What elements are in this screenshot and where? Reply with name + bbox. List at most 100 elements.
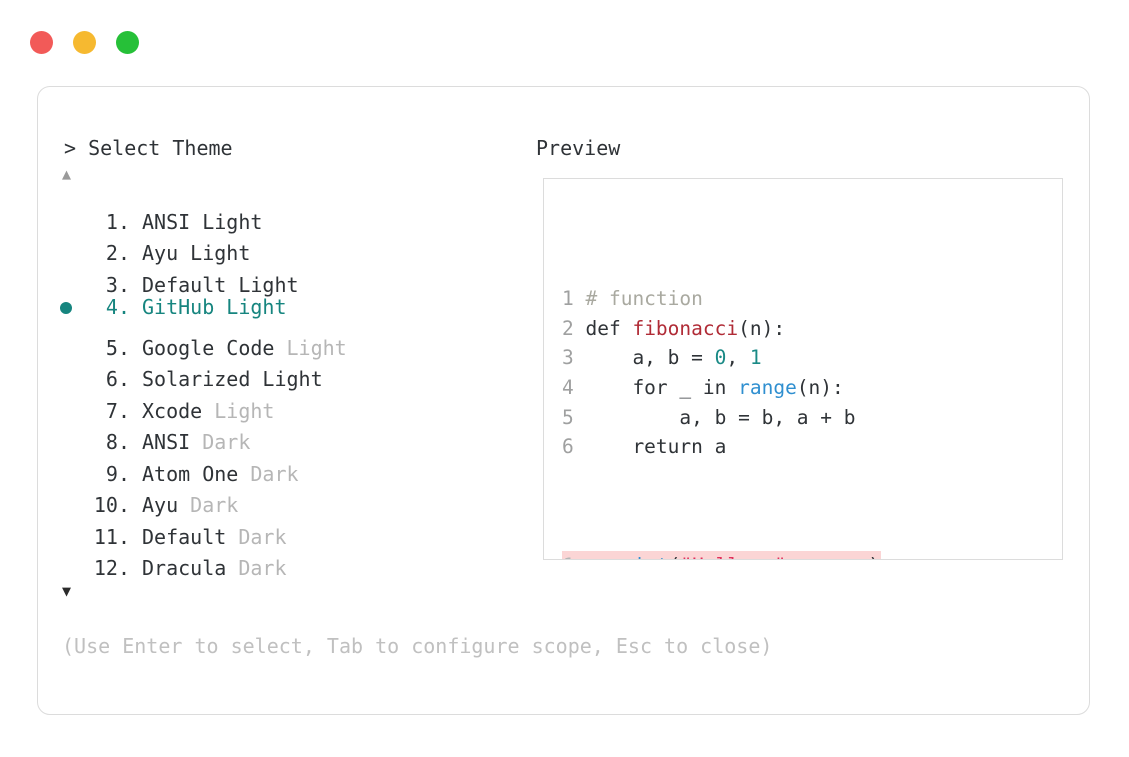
selection-bullet-slot <box>60 197 86 229</box>
theme-item-number: 10. <box>93 493 130 517</box>
theme-item-name: ANSI <box>142 209 203 234</box>
theme-item-variant: Dark <box>202 430 251 454</box>
theme-item-number: 6. <box>93 367 130 391</box>
selection-bullet-slot <box>60 512 86 544</box>
selection-bullet-slot <box>60 260 86 292</box>
theme-list-item[interactable]: 9.Atom One Dark <box>60 449 490 486</box>
theme-item-number: 8. <box>93 430 130 454</box>
theme-list-item[interactable]: 6. Solarized Light <box>60 355 490 391</box>
selection-bullet-slot <box>60 449 86 481</box>
theme-list: 1.ANSI Light 2.Ayu Light 3.Default Light… <box>60 197 490 580</box>
theme-item-variant: Light <box>190 241 251 265</box>
theme-item-name: Ayu <box>142 241 191 265</box>
line-number: 1 <box>562 287 586 311</box>
code-token: (n): <box>738 316 786 340</box>
preview-header: Preview <box>536 136 621 160</box>
theme-list-item[interactable]: 10.Ayu Dark <box>60 481 490 517</box>
theme-item-number: 2. <box>93 241 130 265</box>
theme-list-item[interactable]: 3.Default Light <box>60 260 490 297</box>
theme-item-number: 9. <box>93 461 130 486</box>
code-diff-lines: 1 - print("Hello, " + name)1 + print(f"H… <box>562 550 893 559</box>
line-number: 6 <box>562 435 586 459</box>
code-token: a, b = <box>585 346 715 370</box>
theme-item-variant: Light <box>226 294 287 319</box>
code-line: 2 def fibonacci(n): <box>562 314 893 344</box>
code-line: 4 for _ in range(n): <box>562 373 893 403</box>
line-number: 5 <box>562 405 586 429</box>
code-token: for _ in <box>585 375 739 399</box>
line-number: 4 <box>562 375 586 399</box>
theme-item-variant: Light <box>238 272 299 297</box>
diff-sign: - <box>586 554 609 559</box>
theme-item-name: Default <box>142 272 239 297</box>
theme-item-label: ANSI Light <box>130 207 262 239</box>
code-token: # function <box>585 287 703 311</box>
theme-item-name: Dracula <box>142 556 239 580</box>
theme-item-variant: Light <box>286 335 347 360</box>
theme-item-name: Solarized <box>142 367 263 391</box>
theme-list-item[interactable]: 2. Ayu Light <box>60 229 490 265</box>
theme-item-variant: Light <box>262 367 323 391</box>
code-token: + name) <box>786 554 880 559</box>
theme-list-item[interactable]: 1. ANSI Light <box>60 197 490 234</box>
theme-item-name: Atom One <box>142 461 251 486</box>
code-line: 1 # function <box>562 284 893 314</box>
code-line: 5 a, b = b, a + b <box>562 403 893 433</box>
code-token: print <box>610 554 669 559</box>
theme-item-number: 1. <box>93 209 130 234</box>
theme-list-item[interactable]: 8. ANSI Dark <box>60 418 490 454</box>
theme-list-item[interactable]: 4.GitHub Light <box>60 292 490 324</box>
code-token: a, b = b, a + b <box>585 405 856 429</box>
selection-bullet-slot <box>60 355 86 387</box>
theme-list-item[interactable]: 12.Dracula Dark <box>60 544 490 580</box>
theme-item-variant: Light <box>202 209 263 234</box>
theme-item-number: 7. <box>93 398 130 423</box>
page-title: > Select Theme <box>64 136 233 160</box>
theme-list-item[interactable]: 11.Default Dark <box>60 512 490 549</box>
code-token: 1 <box>749 346 762 370</box>
selection-bullet-slot <box>60 229 86 261</box>
code-token: 0 <box>714 346 727 370</box>
selection-bullet-slot <box>60 418 86 450</box>
theme-item-variant: Dark <box>238 556 287 580</box>
scroll-up-icon[interactable]: ▲ <box>62 165 72 183</box>
theme-list-item[interactable]: 5.Google Code Light <box>60 323 490 360</box>
theme-item-name: Default <box>142 524 239 549</box>
theme-item-label: Default Dark <box>130 522 287 554</box>
code-token: (n): <box>796 375 844 399</box>
close-window-button[interactable] <box>30 31 53 54</box>
selection-bullet-slot <box>60 481 86 513</box>
theme-item-label: ANSI Dark <box>130 427 250 459</box>
code-line: 3 a, b = 0, 1 <box>562 343 893 373</box>
code-token: def <box>585 316 633 340</box>
minimize-window-button[interactable] <box>73 31 96 54</box>
diff-line-wrapper: 1 - print("Hello, " + name) <box>562 550 893 559</box>
line-number: 3 <box>562 346 586 370</box>
theme-item-label: Default Light <box>130 270 299 302</box>
theme-selector-panel: > Select Theme Preview ▲ ▼ 1.ANSI Light … <box>37 86 1090 715</box>
line-number: 1 <box>563 554 586 559</box>
theme-item-label: Xcode Light <box>130 396 274 428</box>
theme-item-number: 4. <box>93 294 130 319</box>
code-token: fibonacci <box>632 316 739 340</box>
theme-item-label: Atom One Dark <box>130 459 299 491</box>
code-token: ( <box>669 554 681 559</box>
theme-item-variant: Dark <box>190 493 239 517</box>
theme-item-name: ANSI <box>142 430 203 454</box>
selection-bullet-slot <box>60 292 86 324</box>
selection-bullet-slot <box>60 386 86 418</box>
theme-item-variant: Dark <box>238 524 287 549</box>
code-line: 6 return a <box>562 432 893 462</box>
theme-item-label: Solarized Light <box>130 364 323 396</box>
theme-item-variant: Light <box>214 398 275 423</box>
theme-item-label: GitHub Light <box>130 292 287 324</box>
window-controls <box>30 31 139 54</box>
theme-list-item[interactable]: 7.Xcode Light <box>60 386 490 423</box>
maximize-window-button[interactable] <box>116 31 139 54</box>
theme-item-label: Ayu Light <box>130 238 250 270</box>
scroll-down-icon[interactable]: ▼ <box>62 582 72 600</box>
diff-removed-line: 1 - print("Hello, " + name) <box>562 550 882 559</box>
